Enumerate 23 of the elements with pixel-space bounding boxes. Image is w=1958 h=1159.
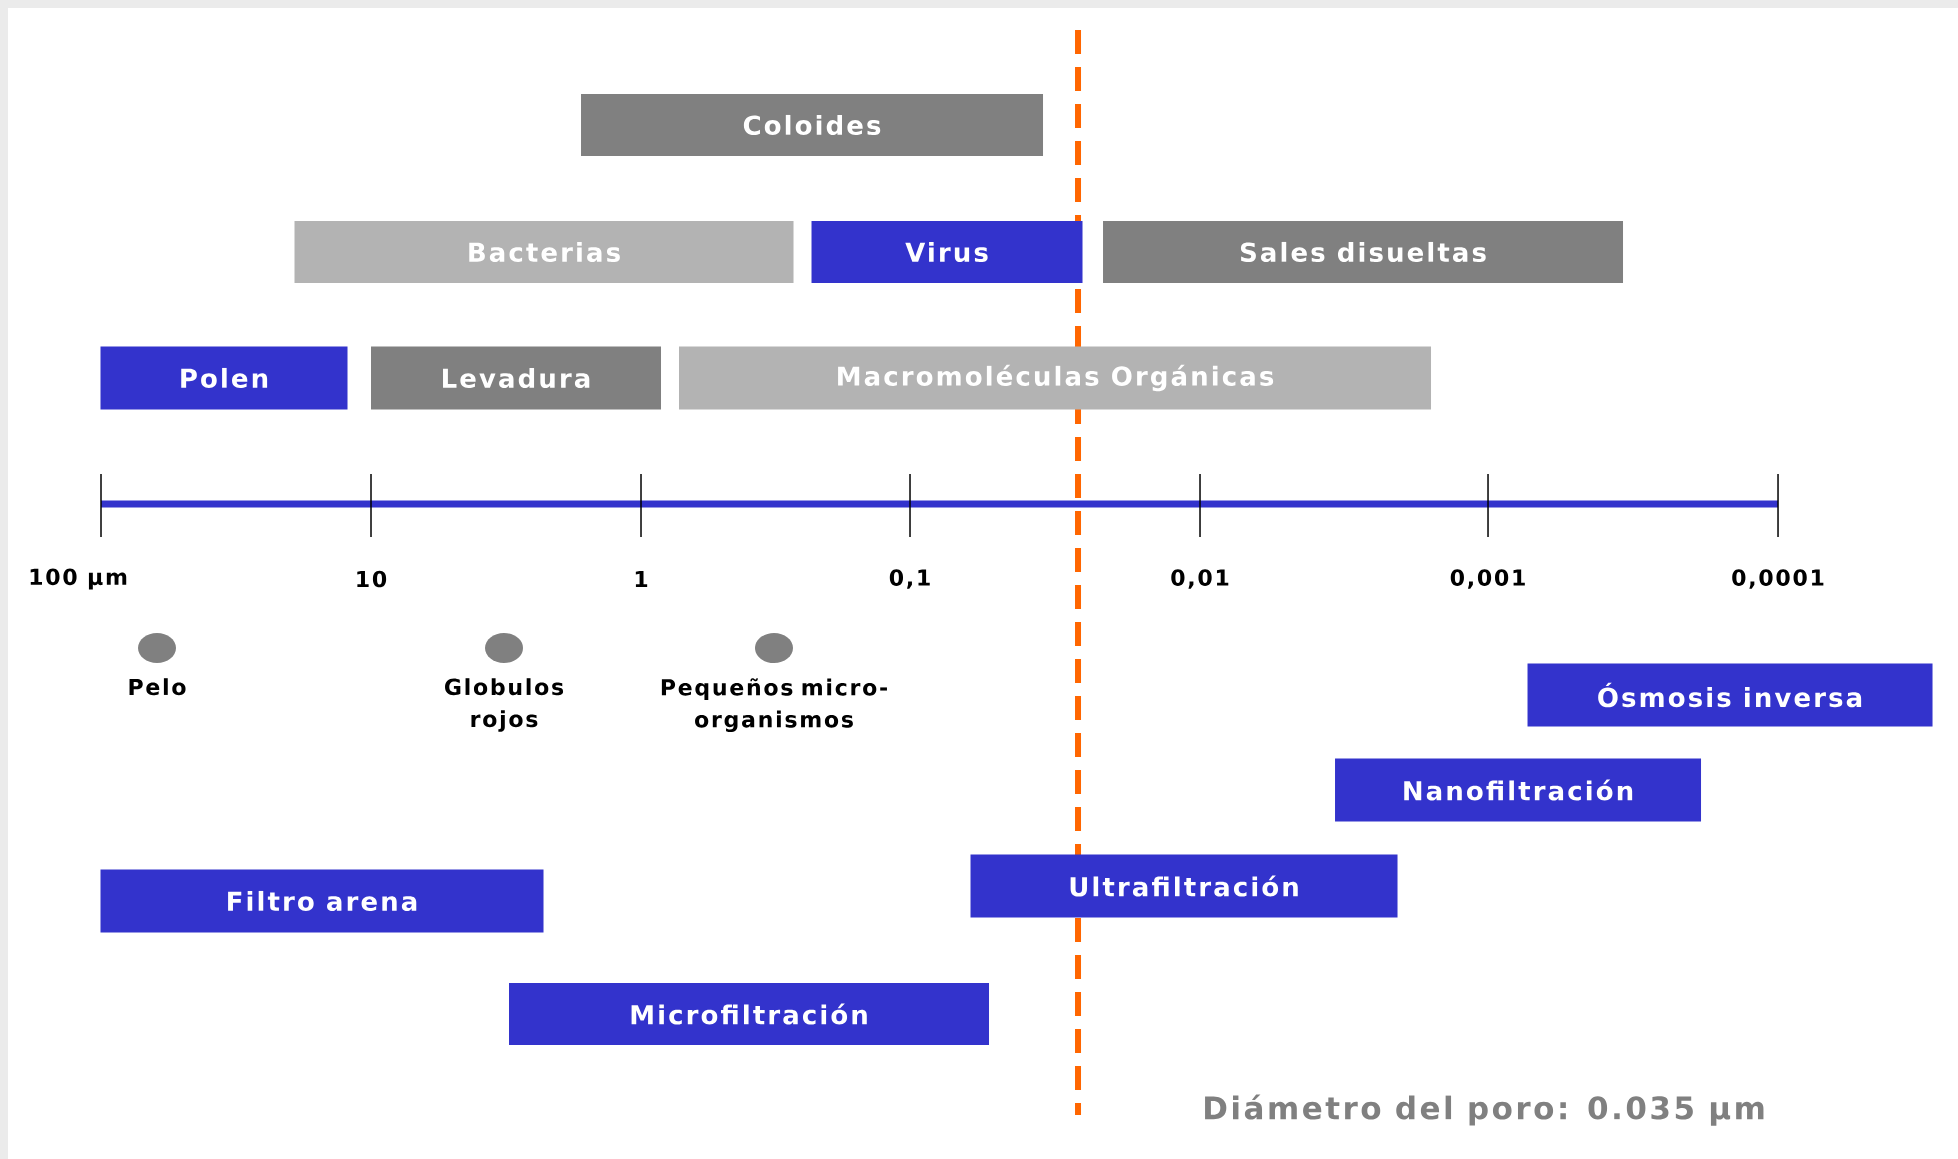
- category-bar: Virus: [811, 221, 1083, 283]
- process-bar: Ósmosis inversa: [1527, 663, 1933, 727]
- scale-label: 0,01: [1171, 569, 1229, 589]
- category-bar: Bacterias: [294, 221, 794, 283]
- scale-label: 1: [635, 571, 648, 588]
- category-bar: Coloides: [581, 94, 1043, 156]
- marker-label: Pequeños micro-organismos: [661, 678, 887, 733]
- pore-size-note: Diámetro del poro: 0.035 µm: [1205, 1094, 1764, 1126]
- category-bar: Polen: [100, 346, 348, 410]
- category-bar: Sales disueltas: [1103, 221, 1623, 283]
- process-bar: Nanofiltración: [1335, 758, 1702, 822]
- process-bar: Ultrafiltración: [970, 854, 1398, 918]
- category-bar: Macromoléculas Orgánicas: [679, 346, 1431, 410]
- category-bar: Levadura: [371, 346, 661, 410]
- scale-label: 0,0001: [1732, 569, 1824, 589]
- process-bar: Microfiltración: [509, 983, 989, 1045]
- scale-label: 100 µm: [30, 568, 127, 590]
- scale-label: 0,001: [1450, 569, 1525, 589]
- marker-label: Pelo: [129, 678, 186, 696]
- scale-label: 0,1: [889, 569, 930, 589]
- scale-label: 10: [357, 570, 387, 588]
- marker-label: Globulos rojos: [445, 678, 564, 732]
- process-bar: Filtro arena: [100, 869, 544, 933]
